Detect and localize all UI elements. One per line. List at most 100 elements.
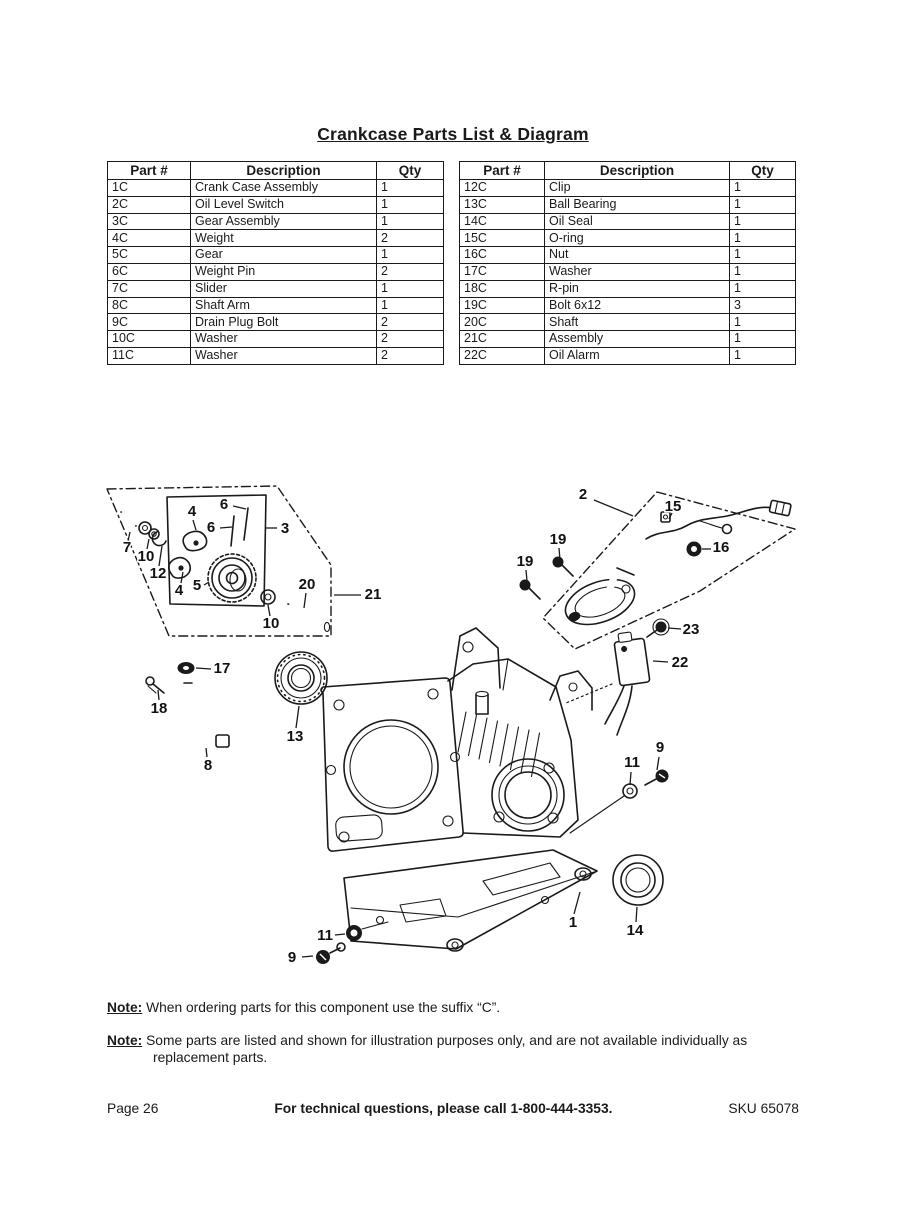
callout-label-7: 7 bbox=[123, 539, 131, 556]
callout-leader-line bbox=[668, 512, 673, 520]
part-qty: 1 bbox=[376, 195, 444, 214]
column-header: Part # bbox=[107, 161, 191, 180]
part-description: Weight bbox=[190, 229, 377, 248]
callout-label-4: 4 bbox=[188, 503, 197, 520]
washer-parts-10 bbox=[138, 521, 160, 540]
part-qty: 1 bbox=[376, 212, 444, 231]
callout-leader-line bbox=[334, 933, 346, 936]
page-number: Page 26 bbox=[107, 1101, 159, 1116]
part-qty: 1 bbox=[376, 179, 444, 197]
part-qty: 2 bbox=[376, 346, 444, 365]
part-qty: 2 bbox=[376, 262, 444, 281]
note-text: Some parts are listed and shown for illu… bbox=[146, 1033, 748, 1065]
callout-leader-line bbox=[232, 505, 247, 510]
callout-leader-line bbox=[629, 771, 632, 786]
part-description: Nut bbox=[544, 246, 730, 264]
weight-pin-parts bbox=[230, 507, 249, 547]
part-description: Washer bbox=[544, 262, 730, 281]
callout-label-6: 6 bbox=[207, 519, 215, 536]
part-description: O-ring bbox=[544, 229, 730, 248]
callout-leader-line bbox=[157, 689, 160, 701]
column-header: Qty bbox=[729, 161, 796, 180]
part-number: 13C bbox=[459, 195, 545, 214]
part-number: 21C bbox=[459, 330, 545, 348]
part-description: Shaft bbox=[544, 313, 730, 332]
drain-bolt-bottom bbox=[316, 921, 389, 964]
lift-bracket bbox=[451, 627, 501, 691]
part-number: 17C bbox=[459, 262, 545, 281]
part-description: Washer bbox=[190, 346, 377, 365]
callout-leader-line bbox=[127, 531, 131, 542]
oil-switch-group-boundary bbox=[542, 491, 796, 650]
callout-label-9: 9 bbox=[656, 739, 664, 756]
ball-bearing-part-13 bbox=[274, 651, 328, 705]
callout-label-14: 14 bbox=[627, 922, 644, 939]
part-number: 8C bbox=[107, 296, 191, 315]
callout-leader-line bbox=[203, 581, 210, 586]
washer-part-10b bbox=[260, 589, 276, 605]
callout-label-10: 10 bbox=[138, 548, 155, 565]
shaft-part-20 bbox=[287, 603, 331, 633]
callout-label-10: 10 bbox=[263, 615, 280, 632]
callout-leader-line bbox=[205, 747, 208, 758]
part-number: 18C bbox=[459, 279, 545, 298]
part-number: 5C bbox=[107, 246, 191, 264]
part-description: Assembly bbox=[544, 330, 730, 348]
callout-label-4: 4 bbox=[175, 582, 184, 599]
part-number: 12C bbox=[459, 179, 545, 197]
callout-label-22: 22 bbox=[672, 654, 689, 671]
note-1: Note: When ordering parts for this compo… bbox=[107, 999, 759, 1016]
part-description: Slider bbox=[190, 279, 377, 298]
column-header: Qty bbox=[376, 161, 444, 180]
part-qty: 1 bbox=[729, 212, 796, 231]
callout-leader-line bbox=[180, 571, 184, 584]
part-qty: 1 bbox=[729, 262, 796, 281]
part-qty: 2 bbox=[376, 313, 444, 332]
callout-leader-line bbox=[652, 660, 669, 663]
note-label: Note: bbox=[107, 1033, 143, 1048]
oil-seal-part-14 bbox=[612, 854, 664, 906]
r-pin-part-18 bbox=[145, 676, 165, 694]
part-qty: 3 bbox=[729, 296, 796, 315]
callout-label-15: 15 bbox=[665, 498, 682, 515]
part-qty: 1 bbox=[729, 229, 796, 248]
part-qty: 1 bbox=[376, 296, 444, 315]
washer-part-17 bbox=[177, 662, 195, 674]
part-qty: 1 bbox=[376, 279, 444, 298]
part-description: Clip bbox=[544, 179, 730, 197]
part-qty: 2 bbox=[376, 229, 444, 248]
wire-connector bbox=[768, 499, 792, 517]
callout-label-1: 1 bbox=[569, 914, 577, 931]
tech-questions-line: For technical questions, please call 1-8… bbox=[274, 1101, 613, 1116]
part-description: Gear Assembly bbox=[190, 212, 377, 231]
bolt-part-23 bbox=[646, 618, 670, 638]
part-description: Bolt 6x12 bbox=[544, 296, 730, 315]
part-qty: 1 bbox=[729, 346, 796, 365]
callout-leader-line bbox=[146, 538, 150, 550]
side-bracket bbox=[549, 670, 593, 711]
part-number: 11C bbox=[107, 346, 191, 365]
note-label: Note: bbox=[107, 1000, 143, 1015]
slider-part bbox=[120, 511, 137, 527]
weight-parts bbox=[167, 530, 208, 579]
callout-leader-line bbox=[656, 756, 660, 771]
part-number: 1C bbox=[107, 179, 191, 197]
callout-label-21: 21 bbox=[365, 586, 382, 603]
part-number: 14C bbox=[459, 212, 545, 231]
clip-part-12 bbox=[151, 531, 167, 547]
